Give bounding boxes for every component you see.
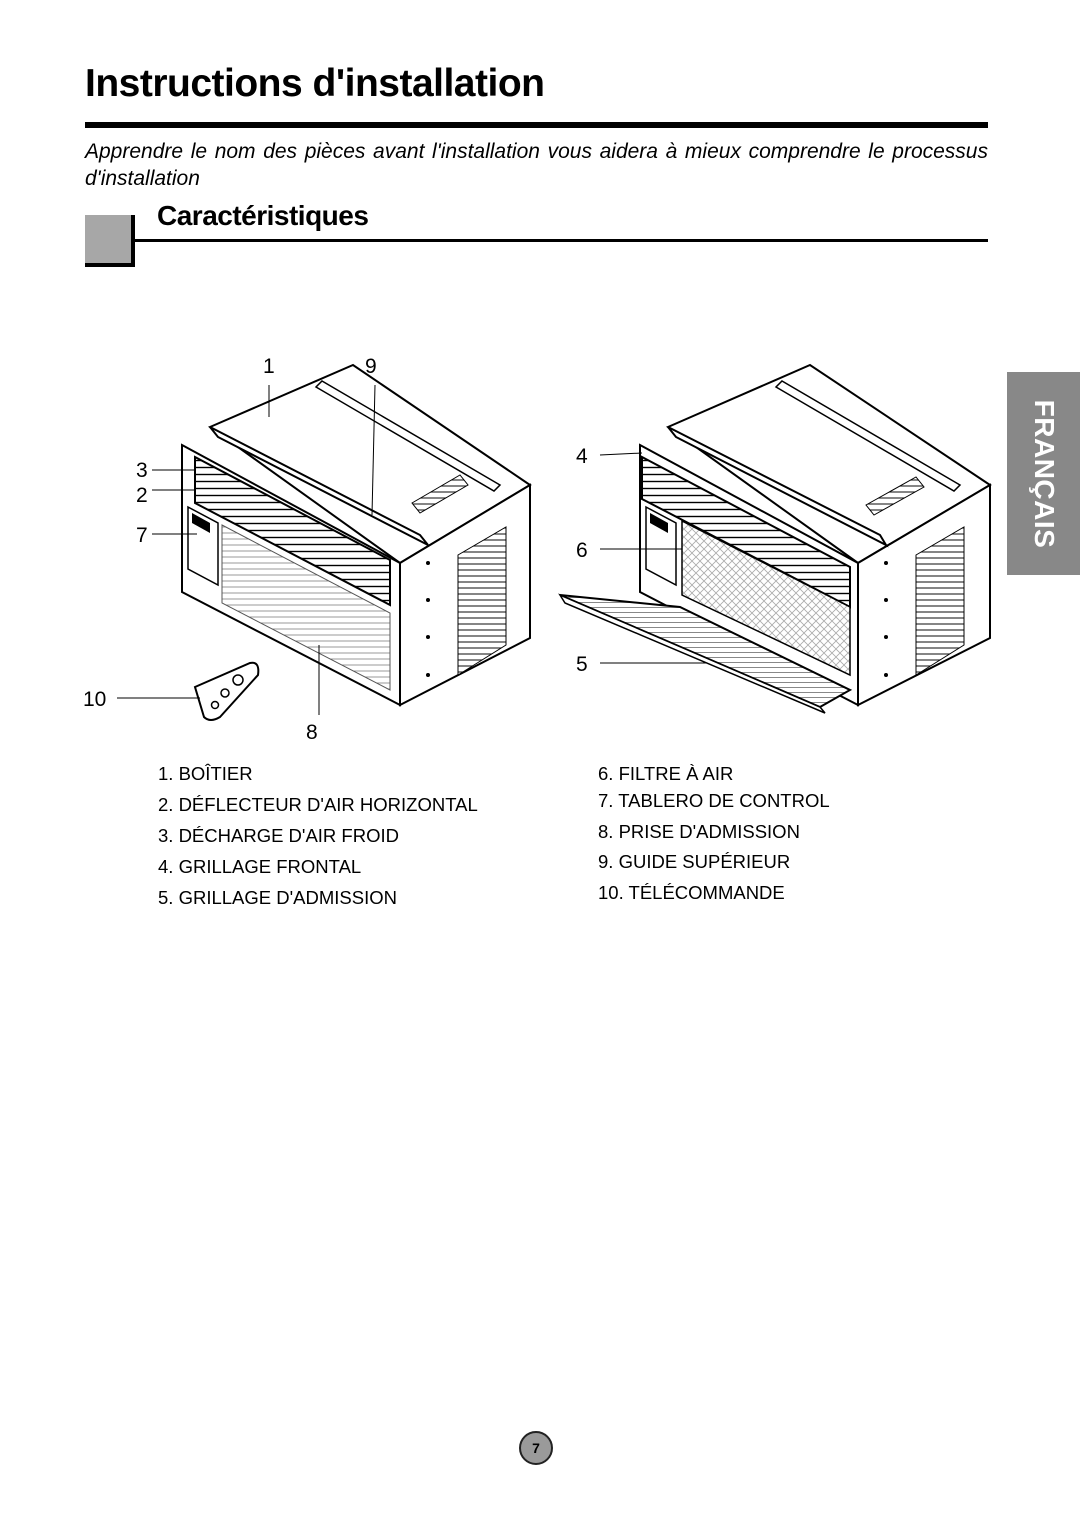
title-rule [85,122,988,128]
legend-item: 10. TÉLÉCOMMANDE [598,882,785,903]
ac-unit-closed [181,363,532,707]
legend-item: 4. GRILLAGE FRONTAL [158,856,362,877]
callout-9: 9 [365,355,377,378]
legend-item: 5. GRILLAGE D'ADMISSION [158,887,397,908]
legend-item: 7. TABLERO DE CONTROL [598,790,830,811]
legend-item: 9. GUIDE SUPÉRIEUR [598,851,791,872]
callout-3: 3 [136,459,148,482]
callout-10: 10 [83,688,106,711]
callout-5: 5 [576,653,588,676]
callout-4: 4 [576,445,588,468]
page-title: Instructions d'installation [85,62,545,105]
section-marker-shadow [131,215,135,267]
callout-8: 8 [306,721,318,744]
intro-text: Apprendre le nom des pièces avant l'inst… [85,140,988,190]
ac-unit-open [558,363,992,714]
section-title: Caractéristiques [157,200,369,231]
legend-item: 3. DÉCHARGE D'AIR FROID [158,825,399,846]
language-tab: FRANÇAIS [1007,372,1080,575]
callout-6: 6 [576,539,588,562]
section-marker-shadow [85,263,135,267]
section-marker [85,215,134,265]
legend-item: 2. DÉFLECTEUR D'AIR HORIZONTAL [158,794,478,815]
legend-item: 6. FILTRE À AIR [598,763,734,784]
remote-control-image [193,661,260,721]
language-tab-label: FRANÇAIS [1028,399,1060,548]
legend-item: 1. BOÎTIER [158,763,253,784]
callout-7: 7 [136,524,148,547]
air-conditioner-illustration: 1 9 3 2 7 10 8 4 6 5 [83,355,992,744]
callout-2: 2 [136,484,148,507]
legend-item: 8. PRISE D'ADMISSION [598,821,800,842]
callout-1: 1 [263,355,275,378]
page-number: 7 [519,1431,553,1465]
section-rule [135,239,988,242]
